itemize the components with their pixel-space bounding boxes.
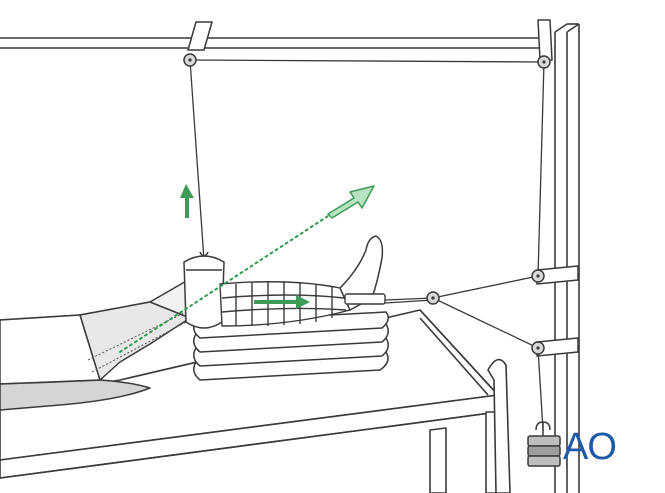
- frame-brackets: [187, 19, 579, 357]
- traction-frame: [0, 23, 580, 493]
- upward-force-arrow: [180, 184, 194, 218]
- traction-rod: [344, 293, 386, 305]
- foot: [339, 235, 384, 311]
- femur-outline: [87, 309, 191, 373]
- resultant-force-dots: [119, 215, 329, 353]
- axial-force-arrow: [254, 295, 310, 309]
- weight-icon: [527, 421, 561, 467]
- traction-sling: [183, 251, 225, 329]
- ao-logo: AO: [563, 426, 617, 468]
- pulley-centers: [188, 58, 546, 350]
- traction-ropes: [189, 59, 545, 431]
- towel-stack: [193, 311, 389, 381]
- resultant-force-arrow: [327, 185, 375, 219]
